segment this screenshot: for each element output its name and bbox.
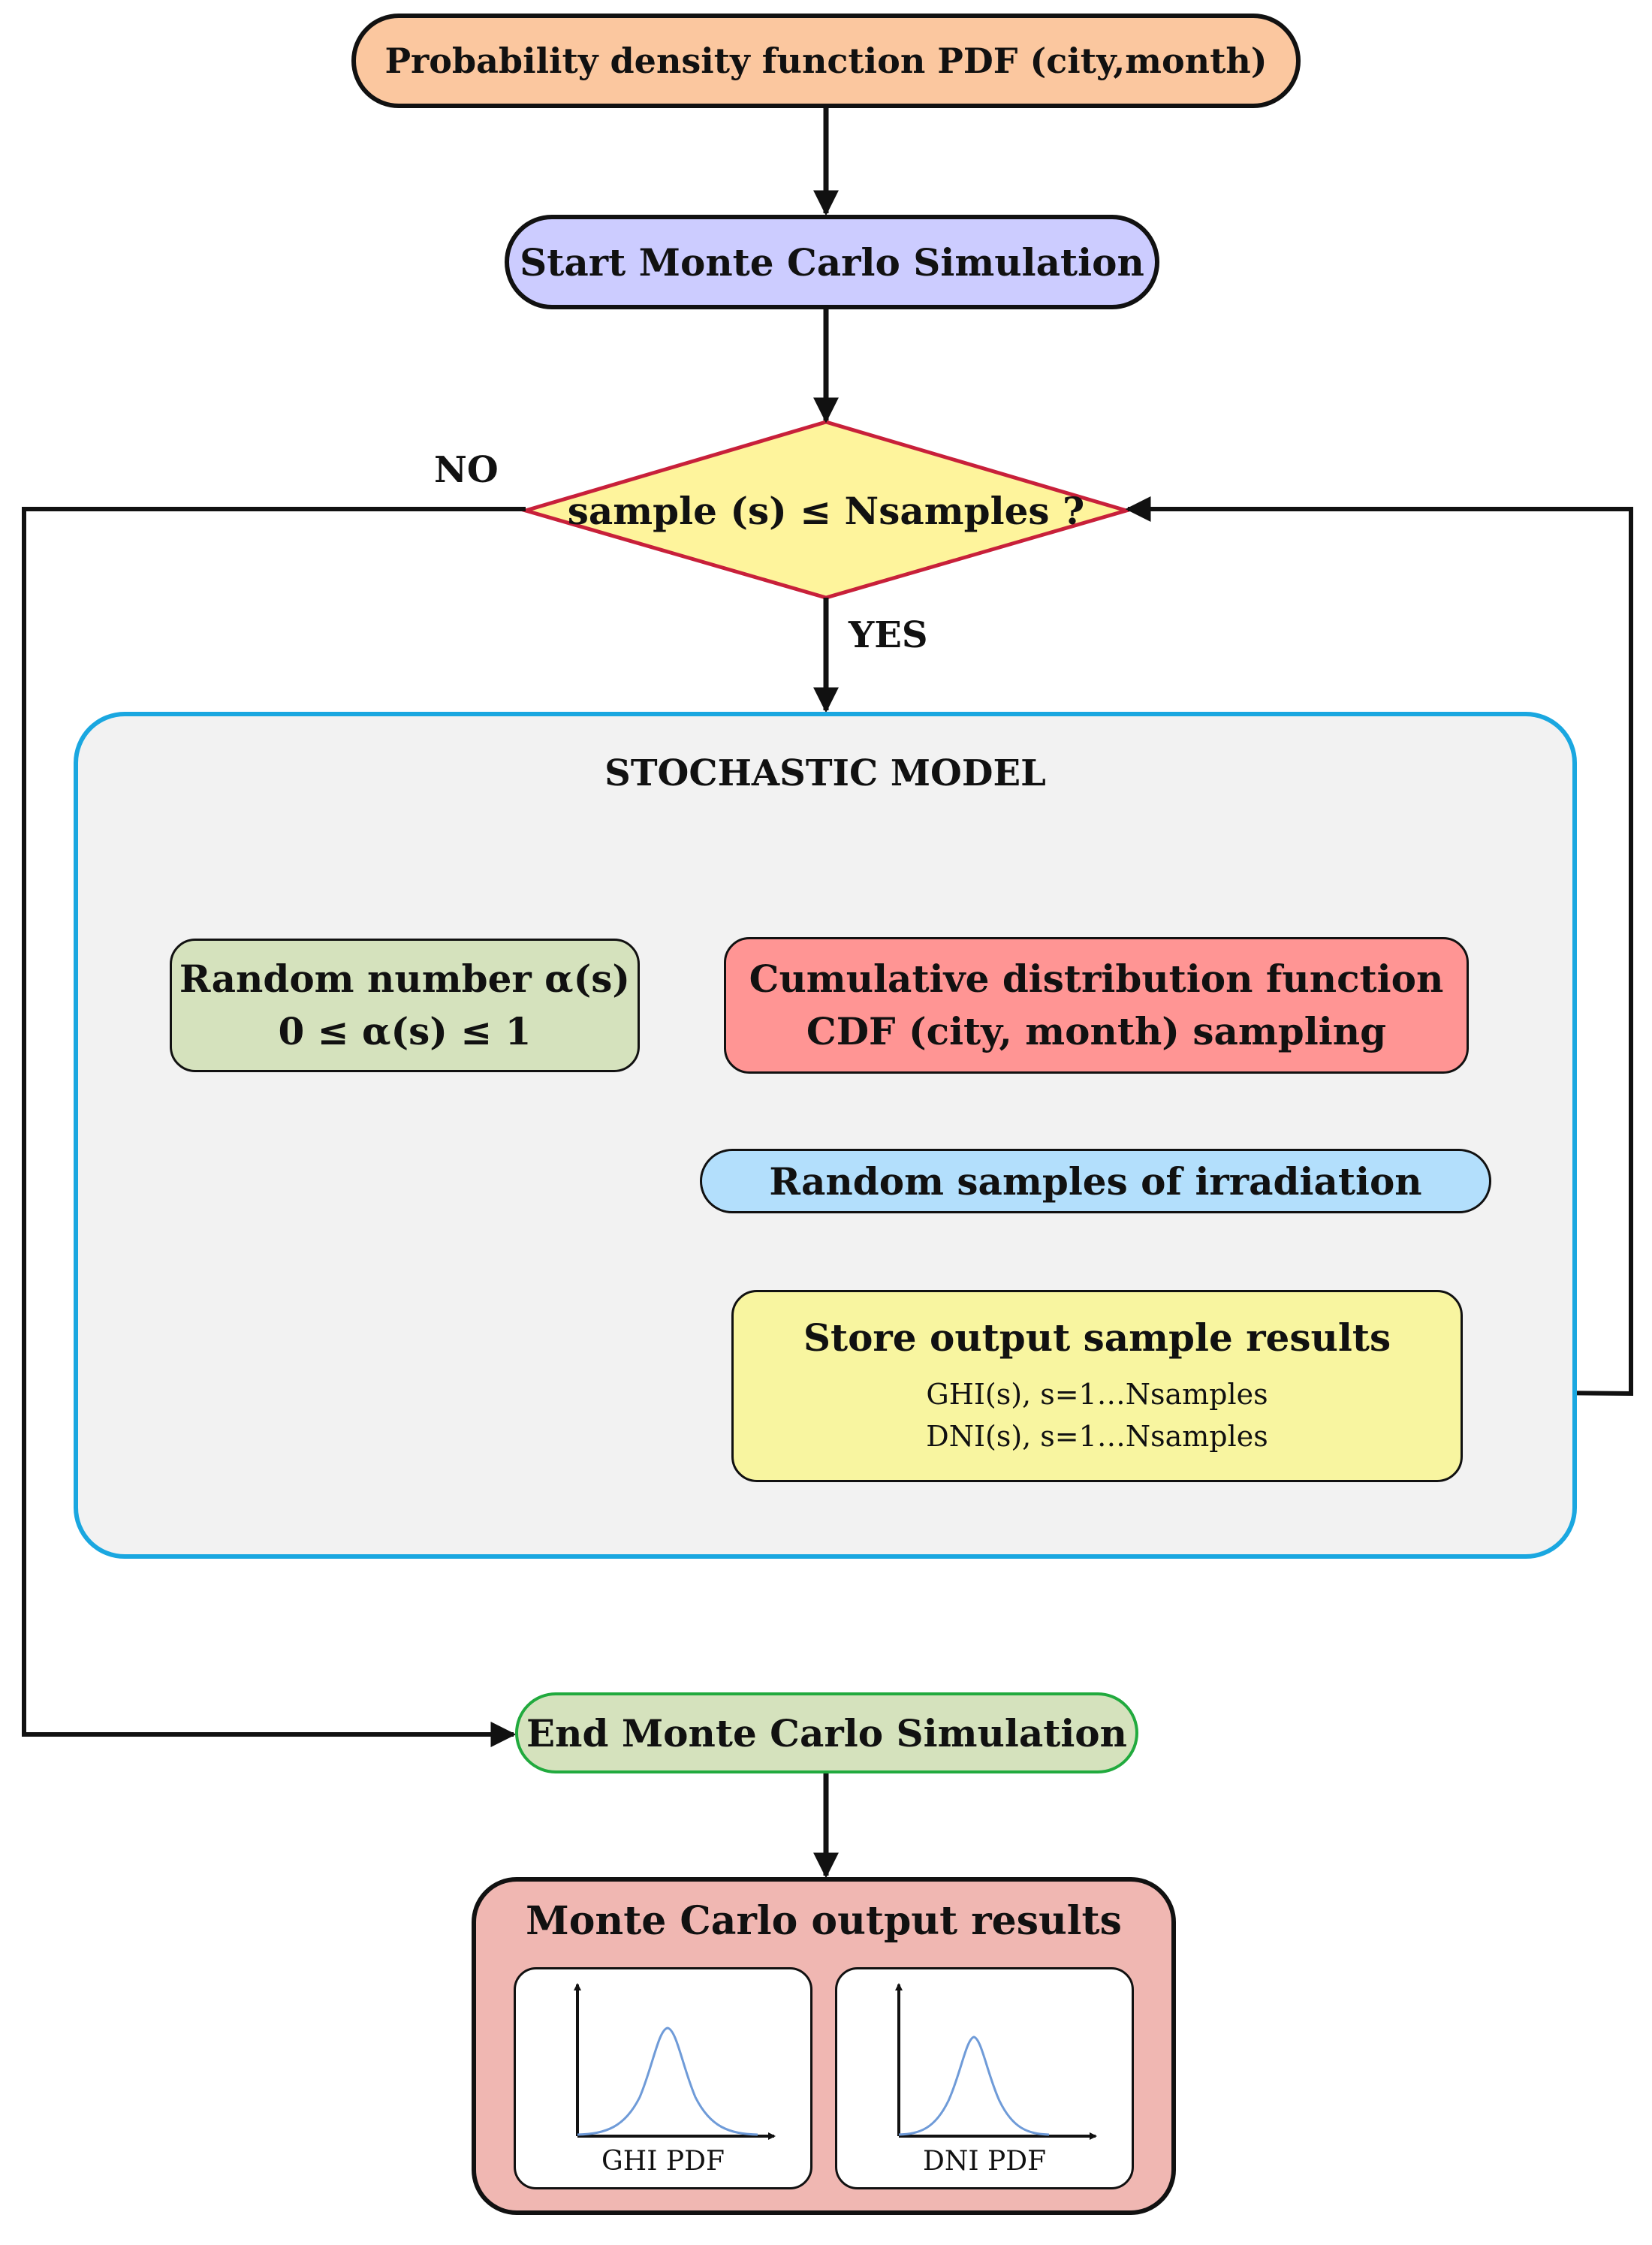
ghi-pdf-card: GHI PDF <box>514 1967 812 2189</box>
cdf-line1: Cumulative distribution function <box>749 957 1444 1001</box>
dni-pdf-graph <box>895 1983 1097 2140</box>
no-edge-label: NO <box>434 449 499 491</box>
dni-pdf-label: DNI PDF <box>922 2146 1047 2177</box>
pdf-input-node: Probability density function PDF (city,m… <box>351 14 1301 108</box>
store-results-node: Store output sample results GHI(s), s=1…… <box>731 1290 1463 1482</box>
yes-edge-label: YES <box>849 614 928 656</box>
start-simulation-node: Start Monte Carlo Simulation <box>505 215 1159 309</box>
random-number-line1: Random number α(s) <box>179 957 631 1001</box>
random-number-node: Random number α(s) 0 ≤ α(s) ≤ 1 <box>170 939 640 1072</box>
store-ghi-line: GHI(s), s=1…Nsamples <box>926 1377 1268 1411</box>
output-results-title: Monte Carlo output results <box>526 1898 1122 1944</box>
ghi-pdf-graph <box>574 1983 776 2140</box>
dni-pdf-card: DNI PDF <box>835 1967 1134 2189</box>
random-samples-node: Random samples of irradiation <box>700 1149 1491 1213</box>
end-simulation-label: End Monte Carlo Simulation <box>526 1710 1128 1755</box>
store-results-title: Store output sample results <box>803 1315 1391 1360</box>
arrow-decision-no <box>22 507 526 1747</box>
decision-label: sample (s) ≤ Nsamples ? <box>567 488 1085 533</box>
stochastic-model-title: STOCHASTIC MODEL <box>604 752 1046 794</box>
cdf-line2: CDF (city, month) sampling <box>806 1009 1387 1053</box>
pdf-input-label: Probability density function PDF (city,m… <box>384 41 1268 81</box>
start-simulation-label: Start Monte Carlo Simulation <box>520 240 1144 285</box>
output-results-node: Monte Carlo output results GHI PDF DNI P… <box>472 1877 1176 2215</box>
ghi-pdf-curve <box>577 2027 758 2136</box>
random-samples-label: Random samples of irradiation <box>769 1159 1422 1204</box>
cdf-sampling-node: Cumulative distribution function CDF (ci… <box>724 937 1469 1074</box>
store-dni-line: DNI(s), s=1…Nsamples <box>926 1419 1268 1453</box>
ghi-pdf-label: GHI PDF <box>601 2146 725 2177</box>
end-simulation-node: End Monte Carlo Simulation <box>515 1692 1138 1773</box>
dni-pdf-curve <box>898 2036 1050 2136</box>
random-number-line2: 0 ≤ α(s) ≤ 1 <box>278 1009 532 1053</box>
